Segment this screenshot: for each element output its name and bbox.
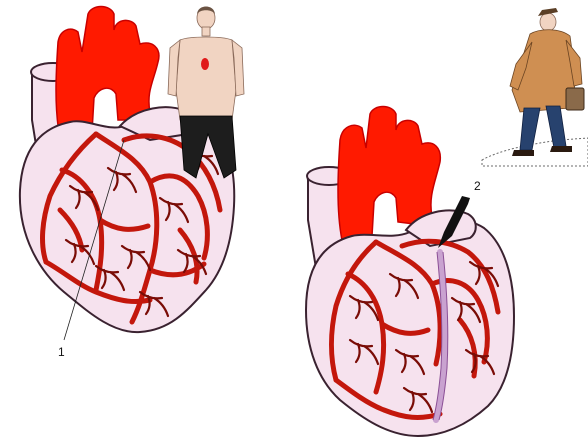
right-heart-body: [306, 219, 514, 436]
callout-1-label: 1: [58, 345, 65, 359]
callout-2-label: 2: [474, 179, 481, 193]
chest-pain-marker-icon: [201, 58, 209, 70]
right-heart: 2: [306, 107, 514, 437]
hill: [482, 138, 588, 166]
running-man-icon: [482, 8, 588, 166]
